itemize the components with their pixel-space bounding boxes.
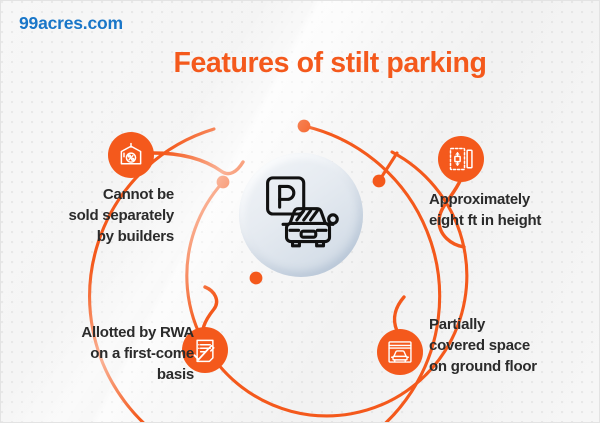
height-measure-icon[interactable] [438,136,484,182]
brand-logo[interactable]: 99acres.com [19,13,123,33]
parking-sign-with-car-icon [266,176,339,248]
garage-covered-parking-icon[interactable] [377,329,423,375]
feature-caption-eight-ft-height: Approximately eight ft in height [429,191,542,229]
house-price-tag-percent-icon[interactable] [108,132,154,178]
feature-caption-allotted-by-rwa: Allotted by RWA on a first-come basis [81,324,194,383]
page-title: Features of stilt parking [173,47,487,79]
feature-caption-partially-covered: Partially covered space on ground floor [429,316,537,375]
document-checkmark-icon[interactable] [182,327,228,373]
feature-caption-cannot-be-sold: Cannot be sold separately by builders [68,186,175,245]
